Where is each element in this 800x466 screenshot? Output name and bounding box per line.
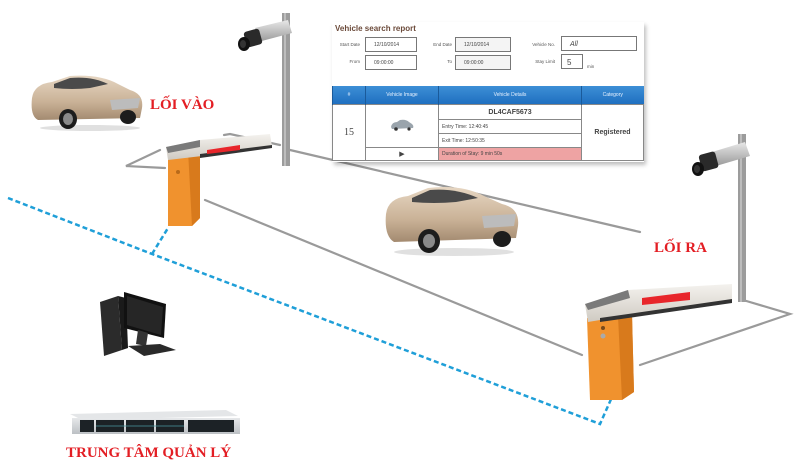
entrance-label: LỐI VÀO xyxy=(150,97,215,113)
row-number: 15 xyxy=(332,104,366,161)
cctv-camera-icon xyxy=(238,20,292,51)
report-title: Vehicle search report xyxy=(335,24,416,33)
car-thumbnail-icon xyxy=(391,119,414,131)
entrance-camera xyxy=(238,13,292,166)
stay-limit-unit: min xyxy=(587,64,595,69)
to-label: To xyxy=(447,59,452,64)
category-value: Registered xyxy=(581,104,644,161)
start-date-field[interactable]: 12/10/2014 xyxy=(365,37,417,52)
to-time-field[interactable]: 09:00:00 xyxy=(455,55,511,70)
from-label: From xyxy=(349,59,361,64)
end-date-label: End Date xyxy=(433,42,452,47)
sedan-car-icon xyxy=(31,75,143,131)
stay-limit-label: Stay Limit xyxy=(535,59,555,64)
col-vehicle-image[interactable]: Vehicle Image xyxy=(365,86,439,105)
start-date-label: Start Date xyxy=(339,42,360,47)
sedan-car-icon xyxy=(385,187,519,256)
rack-server-icon xyxy=(70,410,240,434)
results-table: # Vehicle Image Vehicle Details Category… xyxy=(332,86,644,161)
cctv-camera-icon xyxy=(692,142,750,176)
col-category[interactable]: Category xyxy=(581,86,644,105)
from-time-field[interactable]: 09:00:00 xyxy=(365,55,417,70)
col-vehicle-details[interactable]: Vehicle Details xyxy=(438,86,582,105)
table-row[interactable]: 15 DL4CAF5673 Registered xyxy=(332,104,644,161)
network-cable xyxy=(7,196,614,426)
plate-number: DL4CAF5673 xyxy=(438,104,582,120)
entry-time: Entry Time: 12:40:45 xyxy=(438,119,582,134)
vehicle-thumbnail[interactable] xyxy=(365,104,439,148)
desktop-computer-icon xyxy=(100,292,176,356)
vehicle-no-label: Vehicle No. xyxy=(532,42,555,47)
col-number[interactable]: # xyxy=(332,86,366,105)
end-date-field[interactable]: 12/10/2014 xyxy=(455,37,511,52)
entrance-barrier xyxy=(166,134,272,226)
exit-camera xyxy=(692,134,750,302)
control-center-label: TRUNG TÂM QUẢN LÝ xyxy=(66,445,232,461)
vehicle-search-report: Vehicle search report Start Date 12/10/2… xyxy=(332,22,644,162)
exit-barrier xyxy=(585,284,732,400)
exit-label: LỐI RA xyxy=(654,240,707,256)
play-icon: ▶ xyxy=(399,151,405,158)
play-button[interactable]: ▶ xyxy=(365,147,439,161)
exit-time: Exit Time: 12:50:35 xyxy=(438,133,582,148)
stay-limit-field[interactable]: 5 xyxy=(561,54,583,69)
vehicle-no-field[interactable]: All xyxy=(561,36,637,51)
duration-of-stay: Duration of Stay: 9 min 50s xyxy=(438,147,582,161)
